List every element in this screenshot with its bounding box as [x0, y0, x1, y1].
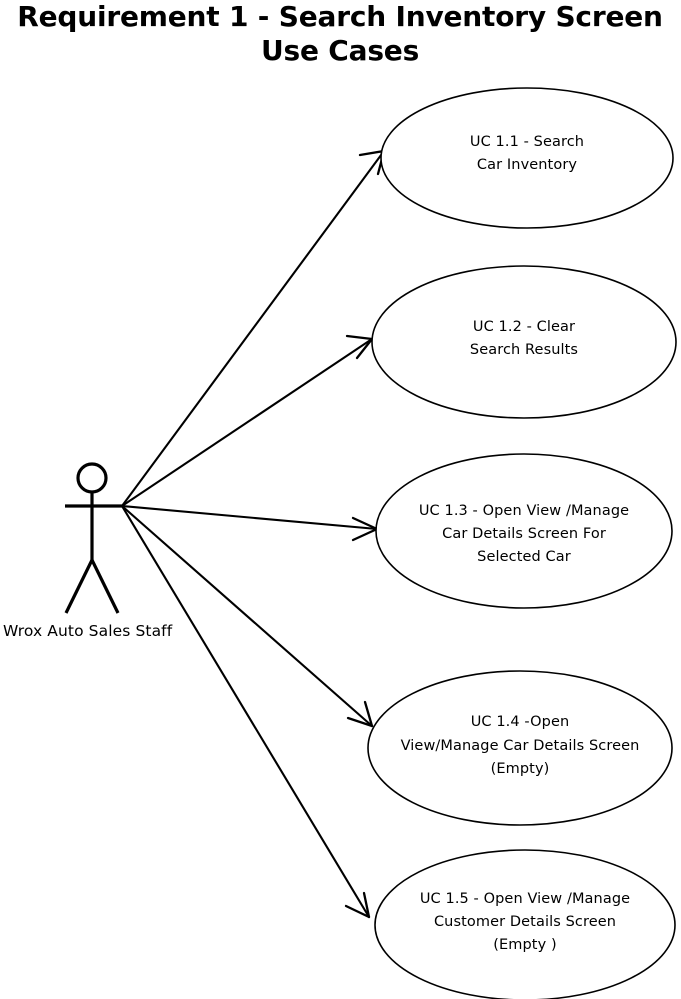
- stick-figure-actor-icon-leg-right: [90, 559, 120, 614]
- association-lines-group: [121, 150, 385, 918]
- use-case-ellipse-uc-1-2[interactable]: [371, 265, 677, 419]
- use-case-label-uc-1-5-line-2: Customer Details Screen: [434, 914, 616, 930]
- diagram-title-line-1: Requirement 1 - Search Inventory Screen: [17, 0, 663, 33]
- use-case-ellipse-uc-1-5[interactable]: [374, 849, 676, 999]
- association-line-uc-1-3[interactable]: [121, 504, 378, 531]
- use-case-label-uc-1-2-line-1: UC 1.2 - Clear: [473, 319, 575, 335]
- use-case-label-uc-1-3-line-2: Car Details Screen For: [442, 526, 606, 542]
- use-case-node-uc-1-1[interactable]: UC 1.1 - Search Car Inventory: [380, 87, 674, 229]
- association-line-uc-1-2[interactable]: [121, 338, 373, 507]
- use-case-ellipse-uc-1-3[interactable]: [375, 453, 673, 609]
- open-arrow-icon-uc-1-4: [346, 700, 374, 728]
- actor-wrox-auto-sales-staff[interactable]: [64, 462, 122, 614]
- open-arrow-icon-uc-1-2: [345, 334, 374, 360]
- open-arrow-icon-uc-1-5: [344, 891, 371, 919]
- stick-figure-actor-icon-leg-left: [64, 559, 94, 614]
- use-case-ellipse-uc-1-4[interactable]: [367, 670, 673, 826]
- use-case-label-uc-1-4-line-2: View/Manage Car Details Screen: [401, 738, 640, 754]
- use-case-node-uc-1-2[interactable]: UC 1.2 - Clear Search Results: [371, 265, 677, 419]
- use-case-label-uc-1-5-line-3: (Empty ): [493, 937, 556, 953]
- use-case-label-uc-1-4-line-3: (Empty): [491, 761, 550, 777]
- diagram-title-line-2: Use Cases: [261, 34, 419, 67]
- use-case-node-uc-1-5[interactable]: UC 1.5 - Open View /Manage Customer Deta…: [374, 849, 676, 999]
- use-case-label-uc-1-4-line-1: UC 1.4 -Open: [471, 714, 570, 730]
- use-case-node-uc-1-4[interactable]: UC 1.4 -Open View/Manage Car Details Scr…: [367, 670, 673, 826]
- association-line-uc-1-4[interactable]: [121, 505, 373, 727]
- use-case-label-uc-1-5-line-1: UC 1.5 - Open View /Manage: [420, 891, 630, 907]
- use-case-node-uc-1-3[interactable]: UC 1.3 - Open View /Manage Car Details S…: [375, 453, 673, 609]
- association-line-uc-1-5[interactable]: [121, 505, 370, 918]
- open-arrow-icon-uc-1-3: [351, 516, 379, 542]
- use-case-label-uc-1-3-line-1: UC 1.3 - Open View /Manage: [419, 503, 629, 519]
- stick-figure-actor-icon-head: [76, 462, 108, 494]
- use-case-label-uc-1-3-line-3: Selected Car: [477, 549, 571, 565]
- association-line-uc-1-1[interactable]: [121, 150, 385, 507]
- use-case-label-uc-1-1-line-2: Car Inventory: [477, 157, 577, 173]
- actor-label: Wrox Auto Sales Staff: [3, 622, 173, 640]
- use-case-label-uc-1-2-line-2: Search Results: [470, 342, 578, 358]
- use-case-ellipse-uc-1-1[interactable]: [380, 87, 674, 229]
- use-case-label-uc-1-1-line-1: UC 1.1 - Search: [470, 134, 584, 150]
